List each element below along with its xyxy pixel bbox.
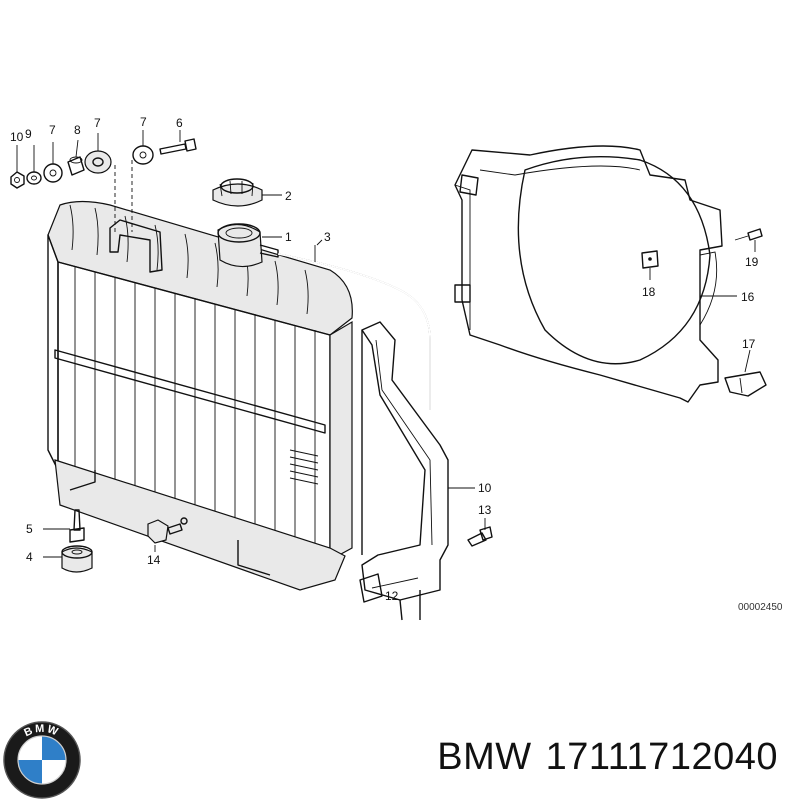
bmw-logo-text: BMW <box>22 723 59 739</box>
callout-10: 9 <box>25 127 32 141</box>
radiator <box>47 200 353 591</box>
callout-12: 10 <box>478 481 492 495</box>
callout-2: 2 <box>285 189 292 203</box>
callout-1: 1 <box>285 230 292 244</box>
fan-shroud <box>454 145 723 403</box>
brand-name: BMW <box>437 736 532 778</box>
cooling-fan <box>517 155 718 365</box>
callout-16: 16 <box>741 290 755 304</box>
callout-11: 10 <box>10 130 24 144</box>
svg-text:BMW: BMW <box>22 723 61 739</box>
callout-18: 18 <box>642 285 656 299</box>
brand-part-label: BMW 17111712040 <box>437 736 778 779</box>
bmw-logo: BMW <box>3 721 81 799</box>
leader-lines <box>16 130 756 589</box>
callout-15: 14 <box>147 553 161 567</box>
diagram-reference-code: 00002450 <box>738 602 783 613</box>
callout-6: 6 <box>176 116 183 130</box>
callout-8: 7 <box>94 116 101 130</box>
callout-19: 19 <box>745 255 759 269</box>
callout-7a: 7 <box>49 123 56 137</box>
callout-7b: 7 <box>140 115 147 129</box>
callout-3: 3 <box>324 230 331 244</box>
callout-4: 4 <box>26 550 33 564</box>
callout-13: 12 <box>385 589 399 603</box>
part-number: 17111712040 <box>545 736 778 778</box>
callout-9: 8 <box>74 123 81 137</box>
callout-17: 17 <box>742 337 756 351</box>
callout-labels: 10 9 7 8 7 7 6 2 1 3 5 4 14 10 13 12 19 … <box>10 115 783 613</box>
radiator-support-bracket <box>359 321 449 621</box>
callout-5: 5 <box>26 522 33 536</box>
callout-14: 13 <box>478 503 492 517</box>
brand-footer: BMW BMW 17111712040 <box>0 710 800 800</box>
